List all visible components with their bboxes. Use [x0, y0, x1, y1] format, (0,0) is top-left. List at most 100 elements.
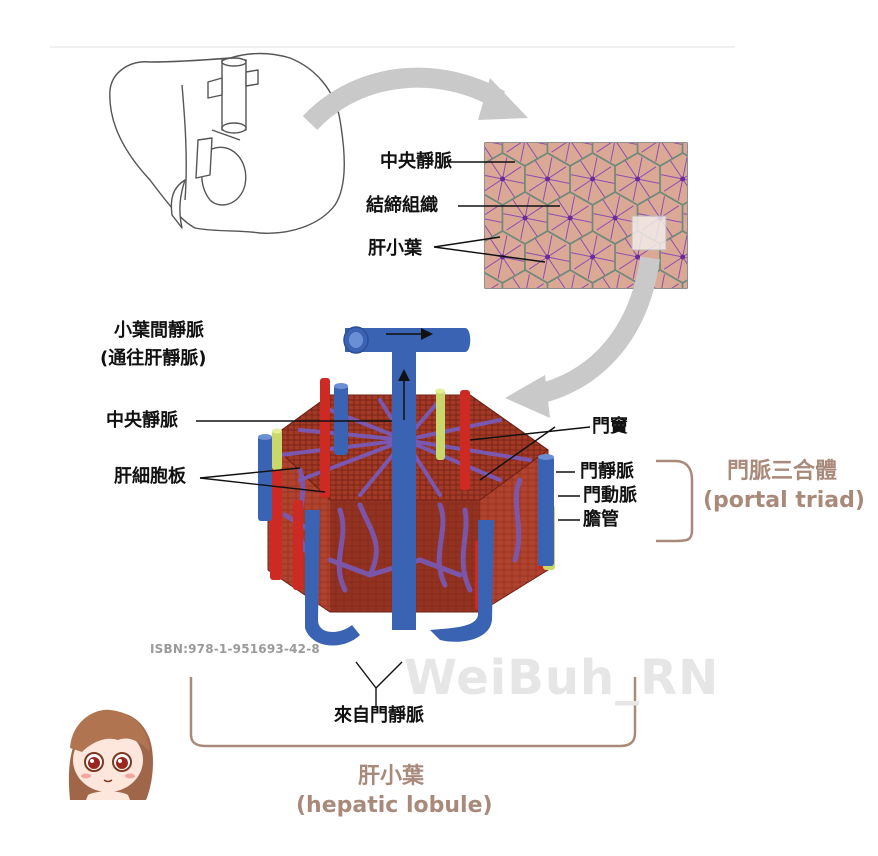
- sinusoid-line: [773, 157, 777, 179]
- sinusoid-line: [615, 374, 627, 392]
- sinusoid-line: [687, 218, 705, 230]
- sinusoid-line: [638, 79, 642, 101]
- label-portal-triad-cn: 門脈三合體: [727, 461, 837, 483]
- central-vein-dot: [815, 333, 820, 338]
- sinusoid-line: [417, 374, 435, 386]
- sinusoid-line: [783, 356, 795, 374]
- sinusoid-line: [706, 331, 728, 335]
- sinusoid-line: [818, 335, 830, 353]
- sinusoid-line: [728, 323, 746, 335]
- sinusoid-line: [507, 374, 525, 386]
- sinusoid-line: [638, 391, 642, 413]
- central-vein-dot: [703, 216, 708, 221]
- lobule-hexagon: [795, 75, 840, 127]
- sinusoid-line: [701, 296, 705, 318]
- sinusoid-line: [462, 296, 480, 308]
- sinusoid-line: [574, 413, 592, 425]
- sinusoid-line: [795, 374, 817, 378]
- central-vein-dot: [478, 216, 483, 221]
- sinusoid-line: [806, 239, 818, 257]
- sinusoid-line: [616, 97, 638, 101]
- sinusoid-line: [648, 122, 660, 140]
- watermark-text: WeiBuh_RN: [404, 650, 719, 706]
- sinusoid-line: [525, 296, 537, 314]
- sinusoid-line: [750, 374, 762, 392]
- sinusoid-line: [723, 101, 727, 123]
- sinusoid-line: [503, 313, 507, 335]
- sinusoid-line: [728, 179, 750, 183]
- sinusoid-line: [660, 352, 664, 374]
- sinusoid-line: [593, 79, 597, 101]
- sinusoid-line: [453, 101, 457, 123]
- sinusoid-line: [603, 122, 615, 140]
- sinusoid-line: [507, 296, 525, 308]
- sinusoid-line: [566, 296, 570, 318]
- sinusoid-line: [664, 101, 682, 113]
- sinusoid-line: [543, 101, 547, 123]
- sinusoid-line: [664, 413, 682, 425]
- sinusoid-line: [439, 257, 457, 269]
- sinusoid-line: [777, 140, 795, 152]
- sinusoid-line: [548, 89, 566, 101]
- sinusoid-line: [795, 128, 813, 140]
- central-vein-dot: [770, 411, 775, 416]
- sinusoid-line: [513, 122, 525, 140]
- central-vein-dot: [703, 138, 708, 143]
- label-to-hepatic-vein: (通往肝靜脈): [100, 350, 206, 368]
- central-vein-dot: [500, 333, 505, 338]
- sinusoid-line: [660, 128, 678, 140]
- sinusoid-line: [751, 175, 773, 179]
- sinusoid-line: [750, 218, 762, 236]
- sinusoid-line: [705, 296, 717, 314]
- lobule-hexagon: [570, 75, 615, 127]
- sinusoid-line: [436, 253, 458, 257]
- sinusoid-line: [413, 370, 435, 374]
- central-vein-dot: [455, 255, 460, 260]
- sinusoid-line: [457, 179, 469, 197]
- label-portal-artery: 門動脈: [583, 487, 637, 505]
- sinusoid-line: [490, 317, 502, 335]
- sinusoid-line: [683, 323, 701, 335]
- sinusoid-line: [728, 79, 732, 101]
- sinusoid-line: [728, 101, 740, 119]
- sinusoid-line: [570, 118, 574, 140]
- central-vein-dot: [432, 294, 437, 299]
- lobule-hexagon: [795, 153, 840, 205]
- sinusoid-line: [615, 362, 633, 374]
- lobule-hexagon: [435, 231, 480, 283]
- sinusoid-line: [818, 179, 830, 197]
- sinusoid-line: [768, 413, 772, 435]
- central-vein-dot: [793, 294, 798, 299]
- sinusoid-line: [709, 413, 727, 425]
- label-hepatocyte-plate: 肝細胞板: [114, 468, 186, 486]
- sinusoid-line: [705, 374, 717, 392]
- sinusoid-line: [818, 413, 840, 417]
- sinusoid-line: [723, 335, 727, 357]
- liver-outline-illustration: [110, 54, 344, 234]
- sinusoid-line: [593, 391, 597, 413]
- sinusoid-line: [732, 218, 750, 230]
- sinusoid-line: [729, 292, 751, 296]
- central-vein-dot: [680, 99, 685, 104]
- sinusoid-line: [705, 196, 709, 218]
- sinusoid-line: [813, 335, 817, 357]
- sinusoid-line: [639, 136, 661, 140]
- sinusoid-line: [638, 413, 650, 431]
- sinusoid-line: [705, 274, 709, 296]
- sinusoid-line: [709, 257, 727, 269]
- sinusoid-line: [593, 313, 597, 335]
- sinusoid-line: [580, 83, 592, 101]
- sinusoid-line: [783, 122, 795, 140]
- lobule-hexagon: [728, 114, 773, 166]
- sinusoid-line: [435, 362, 453, 374]
- sinusoid-line: [728, 335, 750, 339]
- sinusoid-line: [457, 101, 479, 105]
- sinusoid-line: [457, 179, 479, 183]
- sinusoid-line: [413, 292, 435, 296]
- sinusoid-line: [480, 196, 484, 218]
- sinusoid-line: [818, 245, 836, 257]
- label-central-vein: 中央靜脈: [106, 412, 178, 430]
- sinusoid-line: [670, 395, 682, 413]
- sinusoid-line: [660, 362, 678, 374]
- sinusoid-line: [728, 391, 732, 413]
